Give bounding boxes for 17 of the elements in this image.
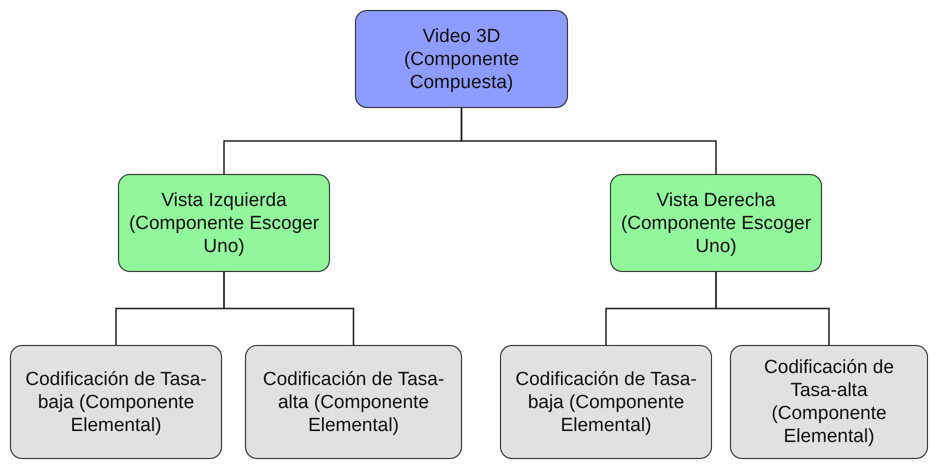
component-box [500, 345, 712, 459]
node-label: Vista Derecha (Componente Escoger Uno) [620, 188, 812, 258]
component-box [245, 345, 462, 459]
component-box [118, 174, 330, 272]
node-label: Vista Izquierda (Componente Escoger Uno) [128, 188, 320, 258]
component-box [730, 345, 928, 459]
connector-line [715, 272, 830, 345]
component-box [355, 10, 568, 108]
connector-line [460, 108, 717, 174]
node-label: Codificación de Tasa-alta (Componente Elemental) [763, 356, 895, 448]
component-box [610, 174, 822, 272]
node-label: Codificación de Tasa-baja (Componente Elemental) [514, 368, 698, 436]
node-label: Codificación de Tasa-alta (Componente Elemental) [262, 368, 446, 436]
node-label: Codificación de Tasa-baja (Componente Elemental) [24, 368, 208, 436]
connector-line [223, 272, 354, 345]
node-label: Video 3D (Componente Compuesta) [402, 24, 520, 94]
component-box [10, 345, 222, 459]
